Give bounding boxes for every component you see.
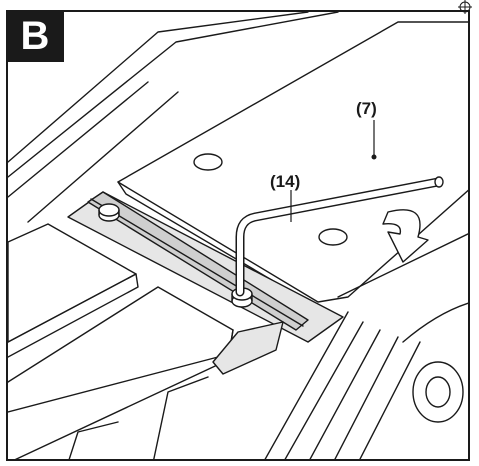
housing-body <box>337 233 468 298</box>
rotation-arrow-icon <box>382 209 429 263</box>
blade-clamp-bar-lip <box>90 198 304 327</box>
leader-dot-7 <box>371 154 377 160</box>
housing-edge-line <box>8 81 149 198</box>
housing-rib <box>309 329 381 459</box>
registration-mark-icon <box>458 0 472 14</box>
housing-edge-line <box>8 12 339 178</box>
hex-key-body <box>237 179 441 295</box>
feed-table-edge <box>8 273 139 358</box>
housing-boss <box>412 361 464 423</box>
housing-rib <box>264 311 349 459</box>
housing-body <box>153 376 209 459</box>
figure-letter-badge: B <box>6 10 64 62</box>
housing-body <box>68 421 119 459</box>
housing-rib <box>334 336 399 459</box>
housing-edge-line <box>8 12 309 163</box>
housing-body <box>402 302 468 343</box>
callout-part-14: (14) <box>270 172 300 191</box>
hex-key-end <box>434 176 444 188</box>
sole-plate <box>117 21 468 303</box>
front-plate-line <box>8 356 219 413</box>
diagram-frame: (7) (14) <box>6 10 470 461</box>
housing-rib <box>284 321 364 459</box>
sole-hole <box>193 153 223 171</box>
housing-edge-line <box>27 91 179 223</box>
callout-part-7: (7) <box>356 99 377 118</box>
clamp-screw-left-top <box>98 203 120 217</box>
housing-boss-inner <box>425 376 451 408</box>
housing-rib <box>359 341 421 459</box>
wedge-guard <box>212 321 284 375</box>
planer-blade-illustration: (7) (14) <box>8 12 468 459</box>
sole-hole <box>318 228 348 246</box>
